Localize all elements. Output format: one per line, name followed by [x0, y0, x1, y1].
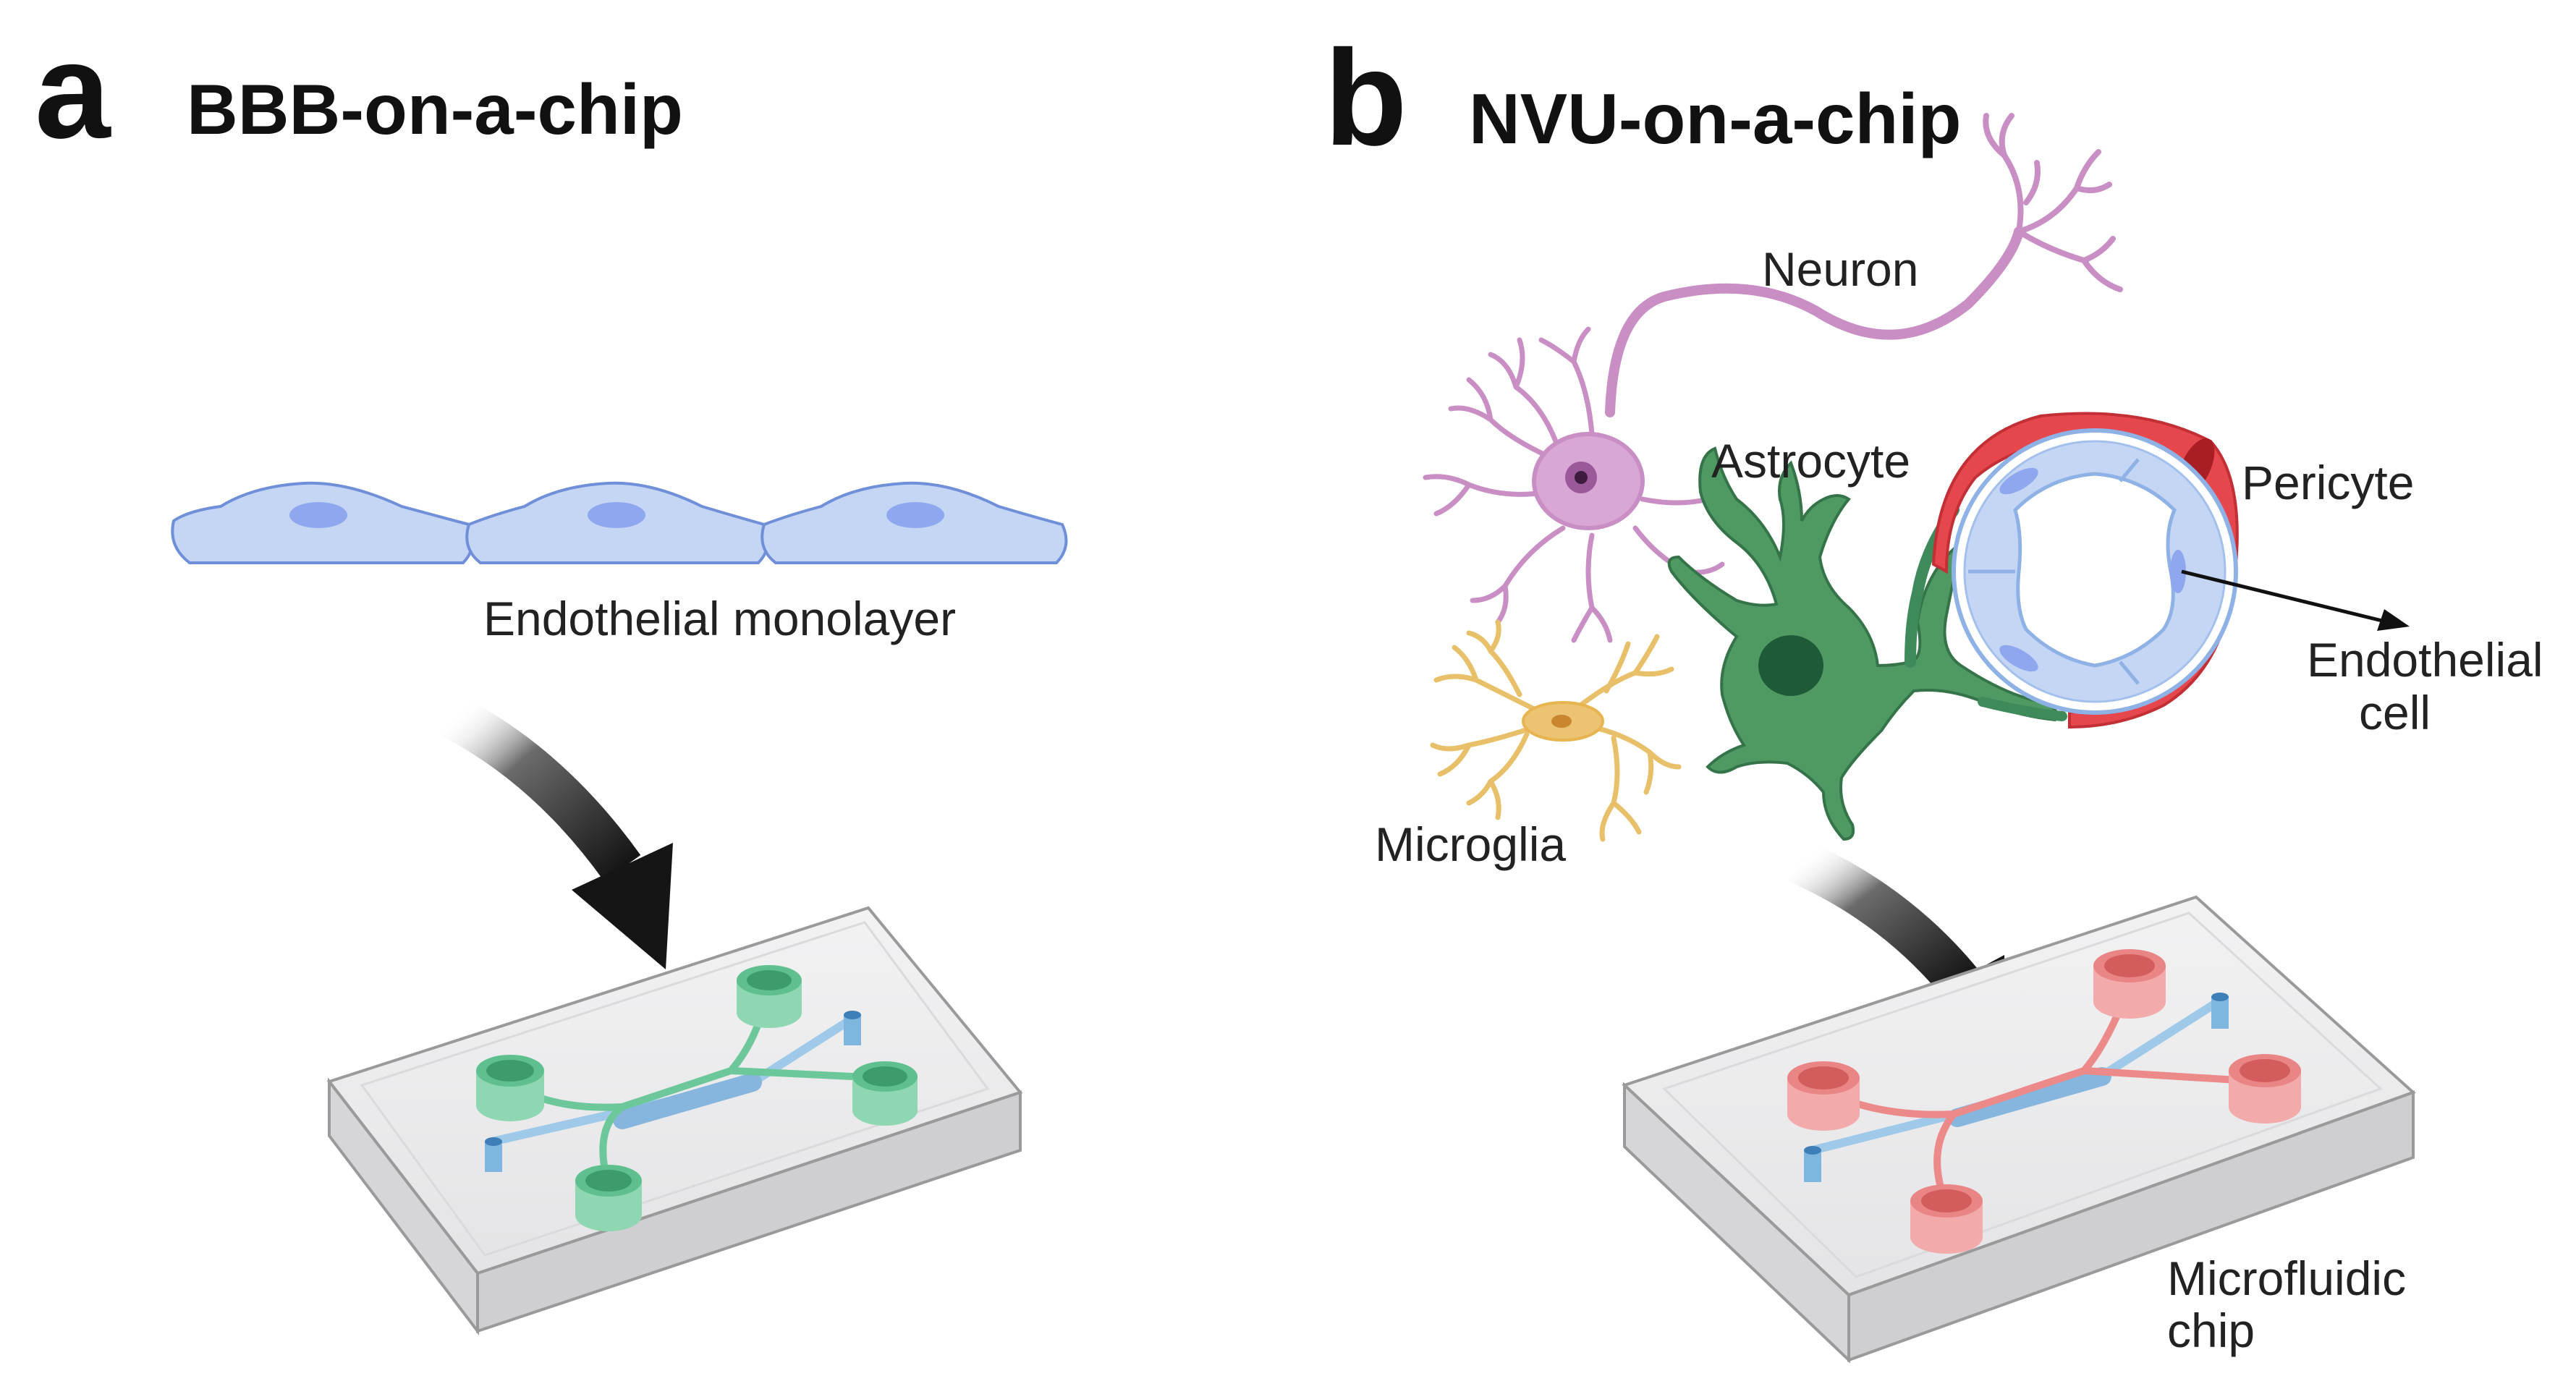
panel-b: b NVU-on-a-chip Neuron Microglia	[1324, 22, 2543, 1364]
chip-a-side	[476, 1090, 1022, 1333]
chip-b-blue-port-2	[2211, 993, 2229, 1029]
microfluidic-chip-label-line1: Microfluidic	[2167, 1252, 2406, 1305]
endothelial-nucleus-3	[886, 502, 944, 528]
chip-a-reservoir-2	[737, 965, 802, 1028]
microfluidic-chip-b	[1622, 895, 2416, 1364]
microfluidic-chip-a	[326, 906, 1023, 1335]
arrow-a	[441, 696, 673, 969]
chip-b-reservoir-3	[2229, 1054, 2301, 1123]
panel-b-letter: b	[1324, 22, 1407, 174]
endothelial-cell-label-line1: Endothelial	[2307, 633, 2543, 687]
chip-b-side	[1847, 1090, 2415, 1362]
microfluidic-chip-label-line2: chip	[2167, 1304, 2255, 1357]
panel-a-title: BBB-on-a-chip	[187, 69, 683, 149]
microglia-label: Microglia	[1375, 817, 1566, 871]
endothelial-cell-label-line2: cell	[2359, 686, 2431, 739]
blood-vessel-illustration	[1931, 412, 2239, 729]
endothelial-nucleus-2	[588, 502, 645, 528]
panel-a-letter: a	[35, 14, 111, 166]
astrocyte-label: Astrocyte	[1711, 434, 1910, 488]
chip-a-reservoir-4	[575, 1165, 642, 1231]
chip-a-reservoir-1	[476, 1055, 544, 1121]
panel-a: a BBB-on-a-chip Endothelial monolayer	[35, 14, 1068, 1335]
endothelial-monolayer-label: Endothelial monolayer	[483, 592, 956, 645]
chip-a-blue-port-2	[844, 1011, 861, 1045]
microglia-illustration	[1430, 619, 1682, 842]
chip-b-reservoir-1	[1787, 1061, 1860, 1131]
neuron-label: Neuron	[1762, 242, 1918, 296]
panel-b-title: NVU-on-a-chip	[1469, 79, 1962, 158]
chip-b-reservoir-4	[1910, 1184, 1983, 1254]
endothelial-monolayer	[171, 481, 1068, 564]
neuron-illustration	[1423, 113, 2123, 643]
chip-a-blue-port-1	[485, 1137, 502, 1172]
endothelial-pointer	[2181, 569, 2410, 631]
endothelial-nucleus-1	[289, 502, 347, 528]
pericyte-label: Pericyte	[2242, 456, 2414, 509]
chip-b-reservoir-2	[2093, 949, 2166, 1019]
chip-b-blue-port-1	[1804, 1146, 1821, 1182]
chip-a-reservoir-3	[852, 1061, 918, 1126]
